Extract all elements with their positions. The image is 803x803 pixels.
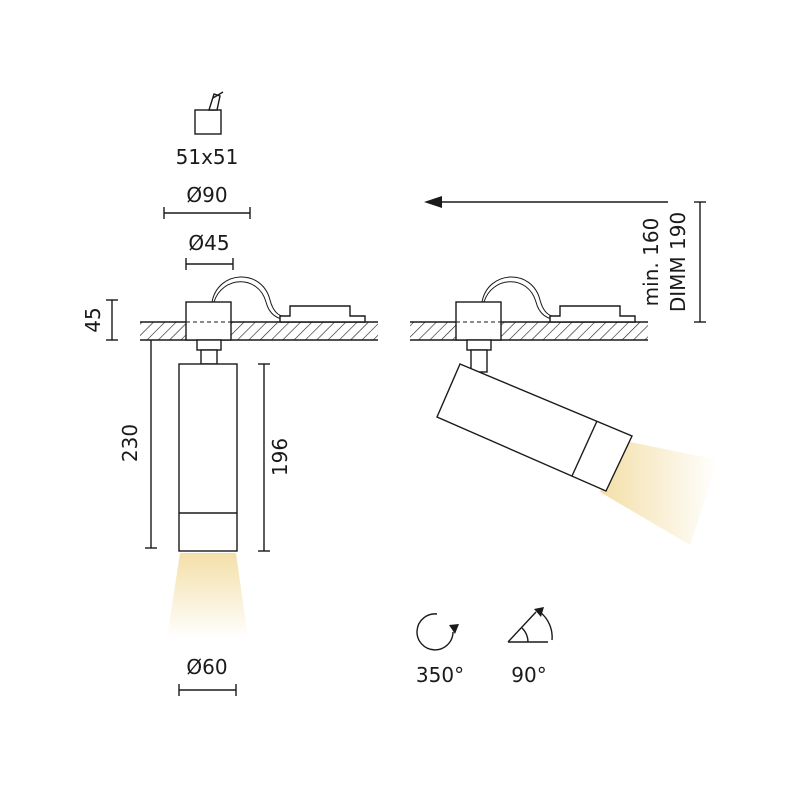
dim-outer-diameter: Ø90 xyxy=(186,183,227,207)
direction-arrow xyxy=(424,196,668,208)
dim-beam-diameter: Ø60 xyxy=(186,655,227,679)
cutout-icon xyxy=(194,91,224,135)
driver-left xyxy=(211,276,366,323)
stem-right xyxy=(466,339,492,373)
lamp-body-left xyxy=(178,363,238,552)
rotate-horizontal-icon xyxy=(416,613,459,651)
dim-line-total-length xyxy=(145,340,157,549)
dim-line-body-length xyxy=(258,363,270,552)
dim-line-inner-diameter xyxy=(185,258,234,270)
lamp-body-right xyxy=(436,363,633,492)
ceiling-right xyxy=(410,321,648,341)
rotation-horizontal-label: 350° xyxy=(416,663,464,687)
dim-line-ceiling-height xyxy=(106,299,118,341)
dim-min-label: min. 160 xyxy=(639,218,663,307)
dim-total-length: 230 xyxy=(118,424,142,462)
light-beam-left xyxy=(167,553,248,638)
dim-inner-diameter: Ø45 xyxy=(188,231,229,255)
stem-left xyxy=(196,339,222,365)
dim-line-clearance xyxy=(694,201,706,323)
light-beam-right xyxy=(600,440,718,545)
ceiling-left xyxy=(140,321,378,341)
cutout-label: 51x51 xyxy=(176,145,239,169)
mount-box-right xyxy=(455,301,502,341)
dim-ceiling-height: 45 xyxy=(81,307,105,332)
rotation-vertical-label: 90° xyxy=(511,663,546,687)
driver-right xyxy=(481,276,636,323)
dim-line-outer-diameter xyxy=(163,207,251,219)
rotate-vertical-icon xyxy=(507,607,553,643)
dim-body-length: 196 xyxy=(268,438,292,476)
dim-dimm-label: DIMM 190 xyxy=(666,212,690,312)
dim-line-beam-diameter xyxy=(178,684,237,696)
mount-box-left xyxy=(185,301,232,341)
